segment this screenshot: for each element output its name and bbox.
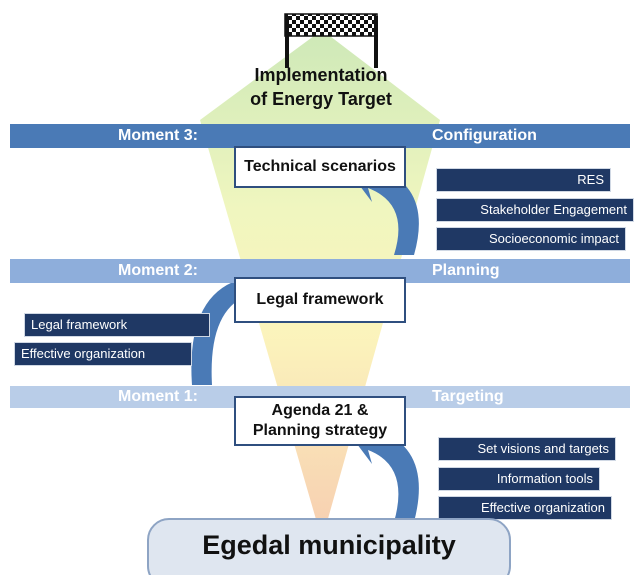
moment-3-label: Moment 3:	[118, 127, 198, 144]
tag-legal-framework: Legal framework	[24, 313, 210, 337]
tag-stakeholder-engagement: Stakeholder Engagement	[436, 198, 634, 222]
moment-2-phase: Planning	[432, 262, 500, 279]
legal-framework-box: Legal framework	[234, 277, 406, 323]
box-label: Technical scenarios	[244, 158, 396, 175]
tag-effective-organization-2: Effective organization	[438, 496, 612, 520]
moment-1-phase: Targeting	[432, 388, 504, 405]
municipality-label: Egedal municipality	[202, 530, 456, 560]
moment-3-phase: Configuration	[432, 127, 537, 144]
tag-set-visions-and-targets: Set visions and targets	[438, 437, 616, 461]
agenda-21-box: Agenda 21 & Planning strategy	[234, 396, 406, 446]
technical-scenarios-box: Technical scenarios	[234, 146, 406, 188]
moment-1-label: Moment 1:	[118, 388, 198, 405]
tag-res: RES	[436, 168, 611, 192]
goal-title-line: of Energy Target	[250, 89, 392, 109]
box-label: Planning strategy	[252, 422, 388, 439]
goal-title: Implementation of Energy Target	[200, 63, 442, 111]
box-label: Agenda 21 &	[271, 402, 369, 419]
finish-flag-icon	[284, 13, 378, 68]
band-moment-3	[10, 124, 630, 148]
tag-effective-organization: Effective organization	[14, 342, 192, 366]
base-panel	[147, 518, 511, 575]
moment-2-label: Moment 2:	[118, 262, 198, 279]
goal-title-line: Implementation	[254, 65, 388, 85]
tag-socioeconomic-impact: Socioeconomic impact	[436, 227, 626, 251]
box-label: Legal framework	[256, 291, 384, 308]
tag-information-tools: Information tools	[438, 467, 600, 491]
